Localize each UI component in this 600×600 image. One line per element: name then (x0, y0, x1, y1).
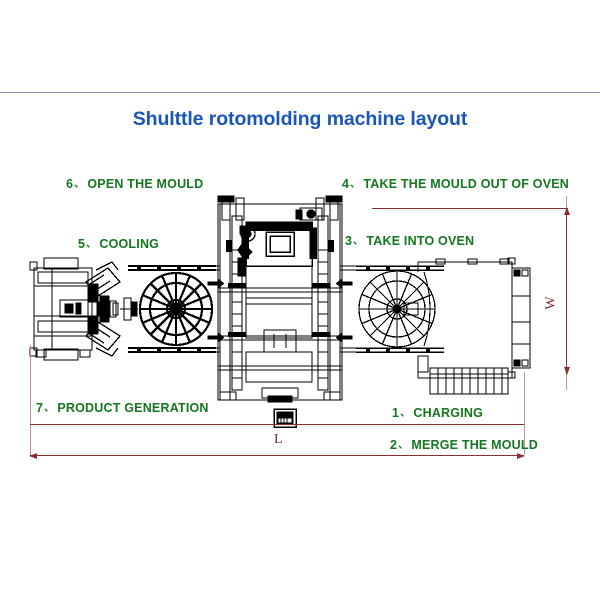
process-text-2: MERGE THE MOULD (411, 438, 538, 452)
process-separator-6: 、 (74, 179, 85, 190)
process-text-3: TAKE INTO OVEN (366, 234, 475, 248)
process-text-7: PRODUCT GENERATION (57, 401, 209, 415)
central-frame-assembly (206, 195, 356, 403)
dim-extension-left (30, 345, 31, 455)
process-separator-4: 、 (350, 179, 361, 190)
process-separator-7: 、 (44, 403, 55, 414)
dimension-label-width: W (543, 296, 559, 310)
process-number-7: 7 (36, 401, 44, 415)
process-text-5: COOLING (99, 237, 160, 251)
process-label-6: 6、OPEN THE MOULD (66, 175, 203, 191)
oven-enclosure (417, 257, 531, 395)
dim-line-length (29, 452, 525, 459)
transfer-direction-markers (207, 278, 353, 343)
dim-line-width (563, 207, 570, 375)
page-title: Shulttle rotomolding machine layout (132, 108, 468, 130)
process-text-1: CHARGING (413, 406, 484, 420)
left-station-feet (35, 349, 91, 358)
process-label-5: 5、COOLING (78, 235, 159, 251)
process-separator-3: 、 (353, 236, 364, 247)
process-text-6: OPEN THE MOULD (87, 177, 204, 191)
dim-line-bottom (30, 424, 524, 425)
process-text-4: TAKE THE MOULD OUT OF OVEN (363, 177, 570, 191)
process-number-2: 2 (390, 438, 398, 452)
process-number-6: 6 (66, 177, 74, 191)
left-station-assembly (29, 257, 138, 361)
right-mould-wheel (356, 265, 444, 353)
left-mould-wheel (128, 265, 216, 353)
process-number-5: 5 (78, 237, 86, 251)
process-label-7: 7、PRODUCT GENERATION (36, 399, 209, 415)
process-label-4: 4、TAKE THE MOULD OUT OF OVEN (342, 175, 569, 191)
process-separator-5: 、 (86, 239, 97, 250)
process-separator-1: 、 (400, 408, 411, 419)
process-label-2: 2、MERGE THE MOULD (390, 436, 538, 452)
header-divider (0, 92, 600, 93)
process-number-1: 1 (392, 406, 400, 420)
process-label-3: 3、TAKE INTO OVEN (345, 232, 474, 248)
process-number-4: 4 (342, 177, 350, 191)
process-number-3: 3 (345, 234, 353, 248)
process-label-1: 1、CHARGING (392, 404, 483, 420)
dimension-label-length: L (274, 432, 283, 447)
process-separator-2: 、 (398, 440, 409, 451)
dim-extension-top-right (566, 196, 567, 210)
dim-extension-right (524, 372, 525, 455)
dim-extension-bottom-right (566, 370, 567, 390)
dim-line-top (372, 208, 568, 209)
